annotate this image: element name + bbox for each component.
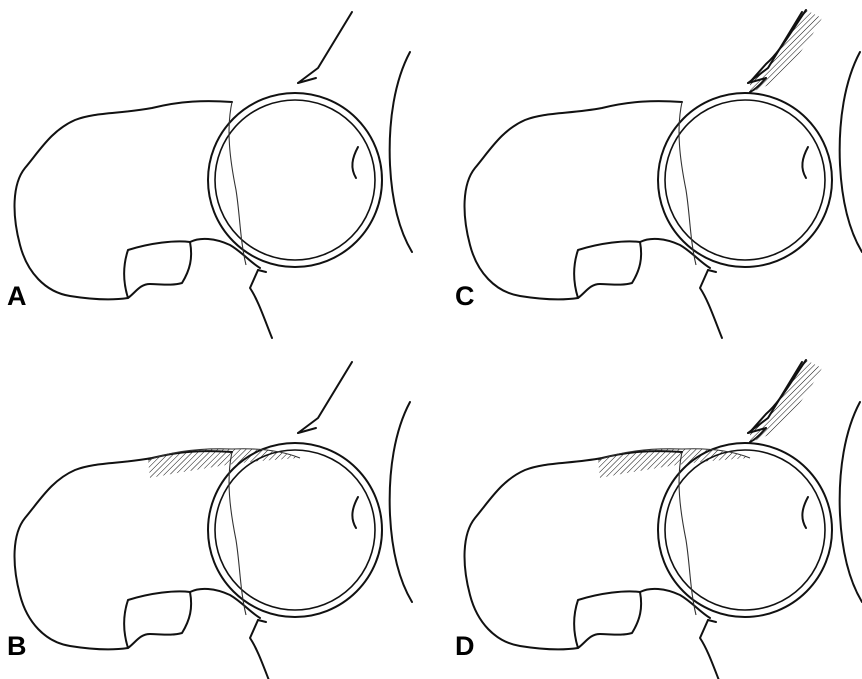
panel-label-d: D	[455, 633, 475, 660]
panel-a-drawing	[15, 12, 412, 338]
panel-c-drawing	[465, 10, 862, 338]
panel-b-drawing	[15, 362, 412, 679]
panel-label-c: C	[455, 283, 475, 310]
panel-label-a: A	[7, 283, 27, 310]
panel-label-b: B	[7, 633, 27, 660]
panel-d-drawing	[465, 360, 862, 679]
